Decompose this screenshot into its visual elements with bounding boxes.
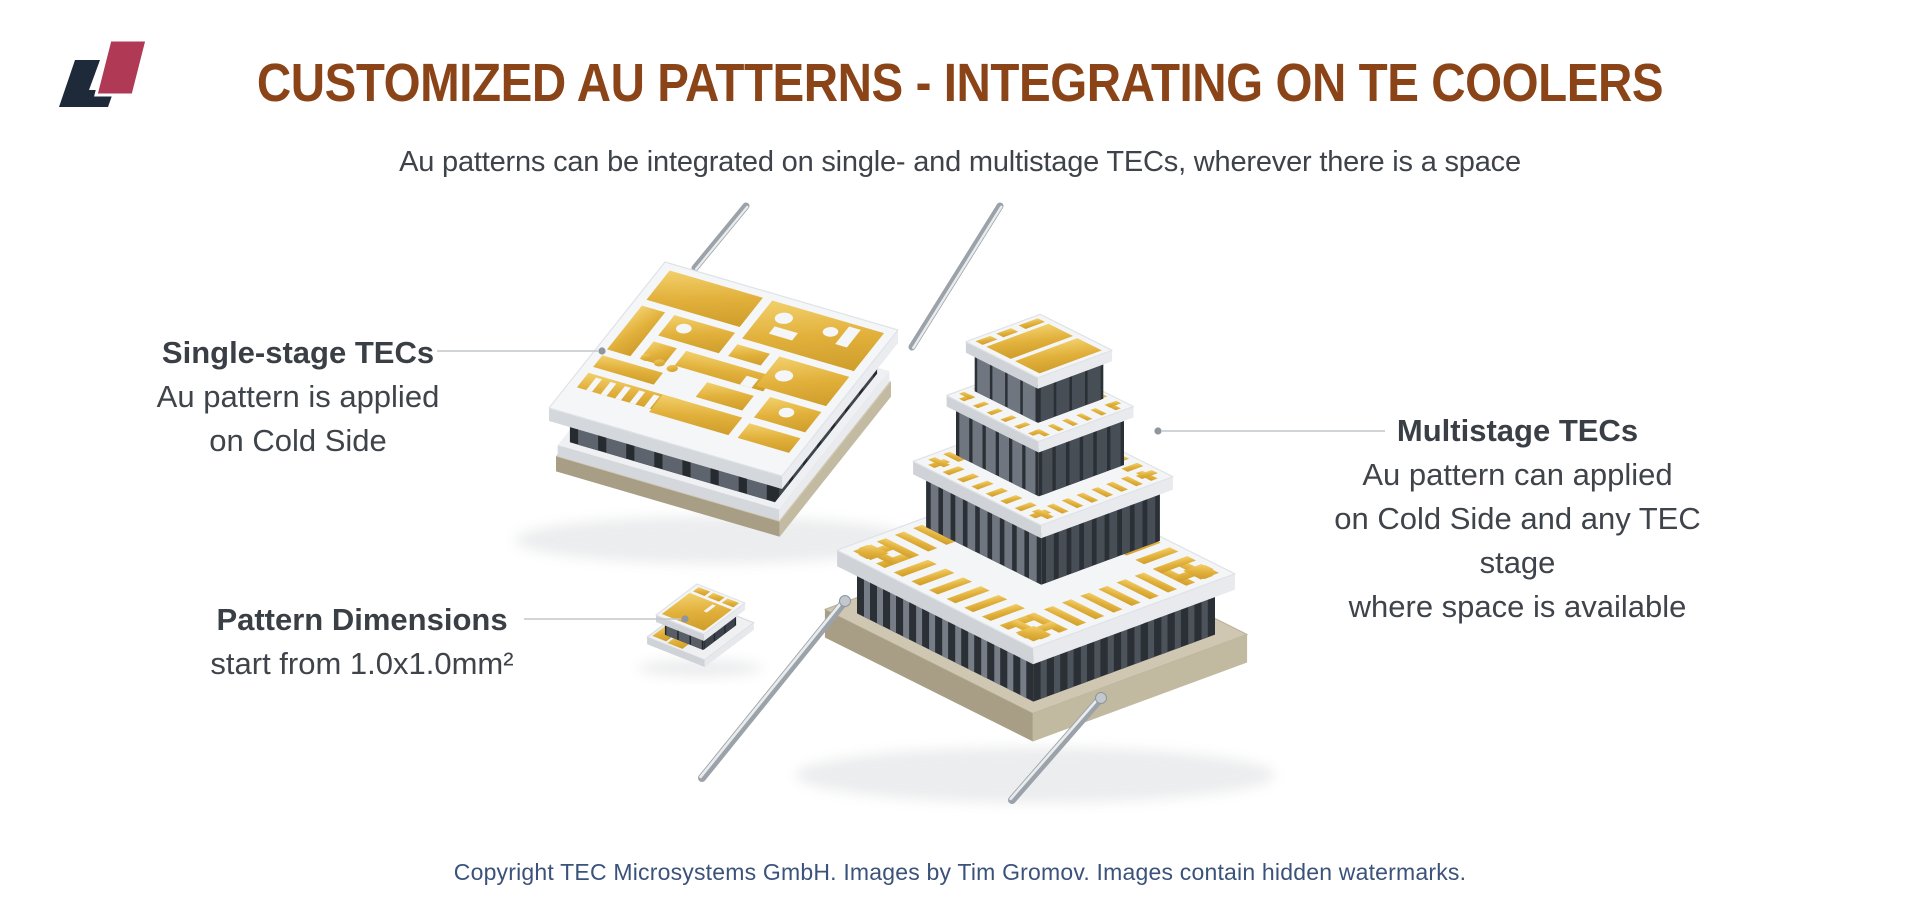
slide-subtitle: Au patterns can be integrated on single-…: [399, 146, 1521, 178]
pattern-dimensions-line-1: start from 1.0x1.0mm²: [210, 646, 514, 681]
multistage-line-1: Au pattern can applied: [1362, 457, 1673, 492]
logo-red-shape: [94, 38, 149, 97]
multistage-tec-render: [698, 313, 1248, 804]
page-title: CUSTOMIZED AU PATTERNS - INTEGRATING ON …: [0, 52, 1920, 114]
multistage-callout-label: Multistage TECs Au pattern can applied o…: [1295, 409, 1740, 629]
miniature-tec-render: [646, 583, 755, 667]
multistage-heading: Multistage TECs: [1396, 413, 1639, 448]
company-logo: [59, 38, 149, 107]
single-stage-tec-render: [548, 202, 1004, 537]
single-stage-heading: Single-stage TECs: [161, 335, 435, 370]
multistage-line-2: on Cold Side and any TEC stage: [1334, 501, 1701, 580]
single-stage-line-1: Au pattern is applied: [156, 379, 440, 414]
callout-lines: [437, 347, 1385, 623]
pattern-dimensions-heading: Pattern Dimensions: [216, 602, 508, 637]
single-stage-callout-label: Single-stage TECs Au pattern is applied …: [108, 331, 488, 463]
multistage-line-3: where space is available: [1348, 589, 1687, 624]
pattern-dimensions-callout-label: Pattern Dimensions start from 1.0x1.0mm²: [152, 598, 572, 686]
copyright-note: Copyright TEC Microsystems GmbH. Images …: [453, 859, 1467, 885]
page-title-text: CUSTOMIZED AU PATTERNS - INTEGRATING ON …: [256, 53, 1664, 113]
single-stage-line-2: on Cold Side: [209, 423, 387, 458]
